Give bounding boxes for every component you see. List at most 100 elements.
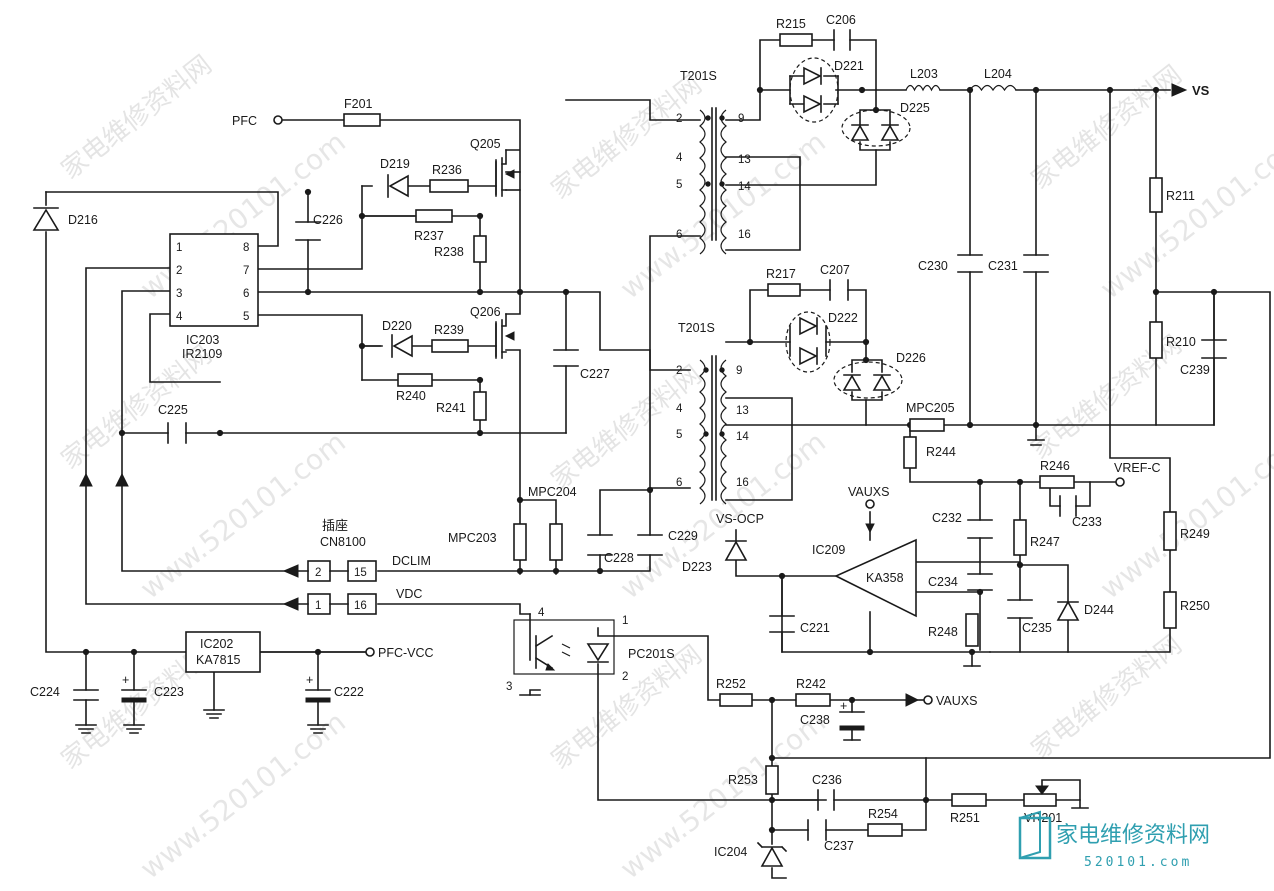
watermark-layer: 家电维修资料网 家电维修资料网 家电维修资料网 家电维修资料网 家电维修资料网 … xyxy=(56,50,1274,886)
svg-text:CN8100: CN8100 xyxy=(320,535,366,549)
watermark-cn: 家电维修资料网 xyxy=(546,360,708,496)
resistor-r246: R246 xyxy=(1039,459,1075,489)
svg-text:插座: 插座 xyxy=(322,519,348,534)
capacitor-c230: C230 xyxy=(918,254,983,273)
logo-url: 520101.com xyxy=(1084,855,1192,870)
svg-text:MPC203: MPC203 xyxy=(448,531,497,545)
svg-text:C207: C207 xyxy=(820,263,850,277)
svg-text:1: 1 xyxy=(315,600,321,612)
resistor-r237: R237 xyxy=(414,209,453,243)
svg-text:MPC205: MPC205 xyxy=(906,401,955,415)
diode-d226: D226 xyxy=(833,351,926,399)
svg-text:9: 9 xyxy=(736,365,742,377)
svg-text:13: 13 xyxy=(736,405,749,417)
resistor-r240: R240 xyxy=(396,373,433,403)
capacitor-c238: + C238 xyxy=(800,699,865,731)
svg-text:+: + xyxy=(122,673,129,687)
svg-text:14: 14 xyxy=(736,431,749,443)
fuse-f201: F201 xyxy=(343,97,381,127)
svg-text:D244: D244 xyxy=(1084,603,1114,617)
capacitor-c206: C206 xyxy=(826,13,856,51)
diode-d223: D223 xyxy=(682,540,748,574)
optocoupler-pc201s: 4 1 3 2 PC201S xyxy=(506,607,675,696)
resistor-r254: R254 xyxy=(867,807,903,837)
svg-text:6: 6 xyxy=(243,288,249,300)
resistor-r244: R244 xyxy=(903,436,956,469)
svg-text:D221: D221 xyxy=(834,59,864,73)
svg-text:14: 14 xyxy=(738,181,751,193)
vref-c-terminal: VREF-C xyxy=(1114,461,1161,487)
svg-text:VS: VS xyxy=(1192,83,1210,98)
opamp-ic209-ka358: IC209 KA358 xyxy=(812,538,917,618)
watermark-cn: 家电维修资料网 xyxy=(546,70,708,206)
capacitor-c225: C225 xyxy=(158,403,188,444)
svg-text:R244: R244 xyxy=(926,445,956,459)
capacitor-c234: C234 xyxy=(928,573,993,591)
vs-ocp-label: VS-OCP xyxy=(716,512,764,541)
svg-text:6: 6 xyxy=(676,229,682,241)
resistor-mpc205: MPC205 xyxy=(906,401,955,432)
svg-text:D223: D223 xyxy=(682,560,712,574)
svg-text:1: 1 xyxy=(622,615,628,627)
svg-text:MPC204: MPC204 xyxy=(528,485,577,499)
diode-d216: D216 xyxy=(32,207,98,231)
svg-text:5: 5 xyxy=(676,429,682,441)
svg-text:2: 2 xyxy=(315,567,321,579)
svg-text:R246: R246 xyxy=(1040,459,1070,473)
svg-text:F201: F201 xyxy=(344,97,373,111)
svg-text:IC209: IC209 xyxy=(812,543,845,557)
svg-text:IC204: IC204 xyxy=(714,845,747,859)
resistor-r247: R247 xyxy=(1013,519,1060,556)
svg-text:Q205: Q205 xyxy=(470,137,501,151)
resistor-r217: R217 xyxy=(766,267,801,297)
svg-text:R217: R217 xyxy=(766,267,796,281)
capacitor-c228: C228 xyxy=(587,534,634,565)
svg-text:L203: L203 xyxy=(910,67,938,81)
svg-text:2: 2 xyxy=(622,671,628,683)
svg-text:C229: C229 xyxy=(668,529,698,543)
svg-text:C238: C238 xyxy=(800,713,830,727)
watermark-url: www.520101.com xyxy=(1094,425,1274,605)
diode-d225: D225 xyxy=(841,101,930,147)
svg-text:16: 16 xyxy=(738,229,751,241)
resistor-mpc204: MPC204 xyxy=(528,485,577,561)
diode-d220: D220 xyxy=(382,319,413,358)
svg-text:9: 9 xyxy=(738,113,744,125)
capacitor-c226: C226 xyxy=(295,213,343,241)
resistor-r252: R252 xyxy=(716,677,753,707)
svg-text:PFC: PFC xyxy=(232,114,257,128)
svg-text:16: 16 xyxy=(354,600,367,612)
svg-text:C231: C231 xyxy=(988,259,1018,273)
svg-text:C223: C223 xyxy=(154,685,184,699)
svg-text:4: 4 xyxy=(676,152,683,164)
svg-text:DCLIM: DCLIM xyxy=(392,554,431,568)
svg-text:D220: D220 xyxy=(382,319,412,333)
resistor-r253: R253 xyxy=(728,765,779,795)
watermark-cn: 家电维修资料网 xyxy=(546,640,708,776)
svg-text:4: 4 xyxy=(176,311,183,323)
svg-text:D226: D226 xyxy=(896,351,926,365)
capacitor-c239: C239 xyxy=(1180,339,1227,377)
wires xyxy=(45,39,1271,879)
svg-text:PFC-VCC: PFC-VCC xyxy=(378,646,434,660)
svg-text:2: 2 xyxy=(676,113,682,125)
svg-text:IC203: IC203 xyxy=(186,333,219,347)
svg-text:R249: R249 xyxy=(1180,527,1210,541)
svg-text:2: 2 xyxy=(176,265,182,277)
svg-text:VREF-C: VREF-C xyxy=(1114,461,1161,475)
resistor-r211: R211 xyxy=(1149,177,1195,213)
svg-text:R240: R240 xyxy=(396,389,426,403)
vs-output: VS xyxy=(1171,83,1210,98)
svg-text:C227: C227 xyxy=(580,367,610,381)
svg-text:8: 8 xyxy=(243,242,249,254)
watermark-cn: 家电维修资料网 xyxy=(56,50,218,186)
vauxs-terminal-bottom: VAUXS xyxy=(905,693,977,708)
resistor-r250: R250 xyxy=(1163,591,1210,629)
resistor-r249: R249 xyxy=(1163,511,1210,551)
watermark-cn: 家电维修资料网 xyxy=(1026,60,1188,196)
svg-text:L204: L204 xyxy=(984,67,1012,81)
svg-text:KA358: KA358 xyxy=(866,571,904,585)
resistor-r236: R236 xyxy=(429,163,469,193)
svg-text:C221: C221 xyxy=(800,621,830,635)
